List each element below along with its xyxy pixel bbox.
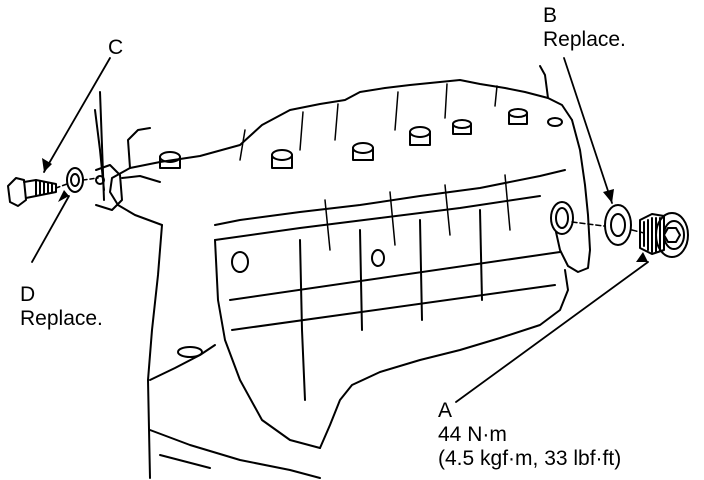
arrowhead-d — [58, 190, 69, 202]
callout-a-torque-alt: (4.5 kgf·m, 33 lbf·ft) — [438, 447, 622, 470]
case-holes — [177, 249, 385, 358]
callout-a-torque: 44 N·m — [438, 423, 507, 446]
callout-d: D Replace. — [20, 283, 103, 331]
arrowhead-b — [603, 189, 614, 203]
arrowhead-a — [636, 252, 648, 262]
arrowhead-c — [42, 158, 52, 172]
leader-a — [455, 261, 649, 403]
callout-c-letter: C — [108, 36, 124, 59]
leader-c — [43, 57, 111, 173]
drain-port — [550, 201, 574, 235]
callout-b: B Replace. — [543, 4, 626, 52]
leader-lines — [31, 57, 649, 403]
callout-a: A 44 N·m (4.5 kgf·m, 33 lbf·ft) — [438, 399, 621, 471]
bolt-icon — [7, 177, 57, 207]
callout-b-note: Replace. — [543, 28, 626, 51]
case-ribs — [239, 83, 511, 251]
case-bolt-bosses — [159, 108, 563, 169]
assembly-lines — [55, 177, 645, 234]
arrowheads — [42, 158, 648, 262]
sealing-washer-icon — [66, 167, 84, 193]
sealing-washer-b-icon — [604, 204, 632, 246]
mount-bracket — [95, 164, 161, 211]
callout-d-letter: D — [20, 283, 36, 306]
callout-d-note: Replace. — [20, 307, 103, 330]
callout-b-letter: B — [543, 4, 558, 27]
drain-plug-icon — [639, 212, 689, 258]
callout-c: C — [108, 36, 123, 60]
callout-a-letter: A — [438, 399, 453, 422]
leader-d — [31, 195, 70, 263]
leader-b — [563, 57, 613, 204]
housing-outline — [94, 65, 591, 479]
